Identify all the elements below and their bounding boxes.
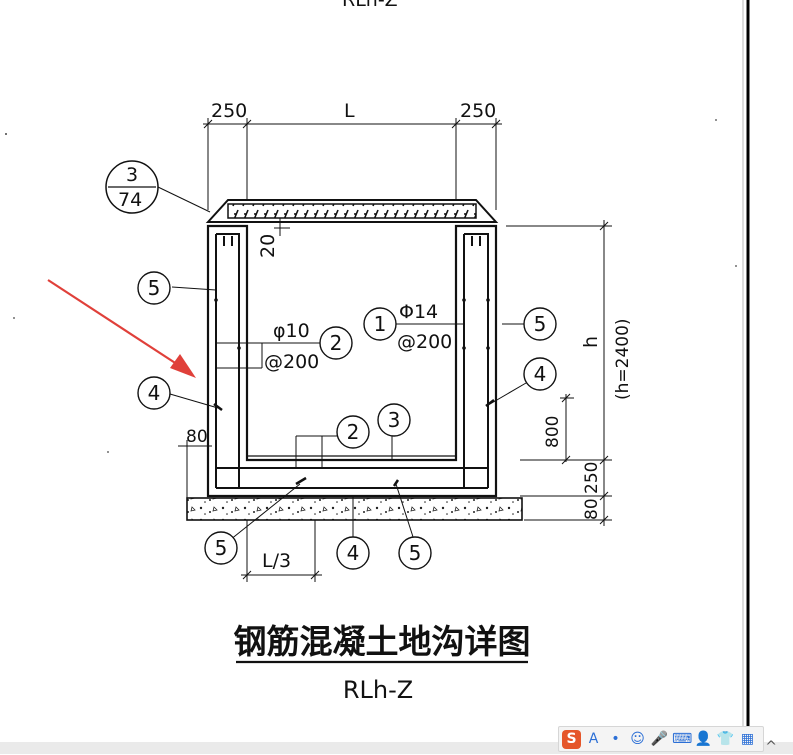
marker-4-left: 4 [137, 376, 171, 410]
marker-5-left-wall: 5 [137, 271, 171, 305]
detail-ref-top: 3 [126, 164, 138, 186]
ime-logo-icon[interactable]: S [562, 729, 581, 749]
svg-text:5: 5 [409, 541, 422, 565]
dim-span: L [344, 100, 355, 122]
svg-text:3: 3 [388, 408, 401, 432]
rebar-spacing-14: @200 [397, 331, 452, 353]
detail-reference: 3 74 [105, 160, 211, 214]
collapse-icon[interactable]: ^ [765, 739, 777, 755]
red-pointer-arrow [47, 279, 196, 378]
dim-bedding: 80 [582, 498, 602, 520]
dim-left-wall: 250 [211, 100, 247, 122]
ime-voice-icon[interactable]: 🎤 [650, 730, 669, 747]
ime-punctuation-icon[interactable]: • [611, 730, 620, 747]
dim-cover-gap: 20 [257, 234, 279, 258]
trench-body [206, 224, 498, 498]
svg-text:4: 4 [148, 381, 161, 405]
bedding-layer [186, 497, 523, 521]
top-dimensions [203, 118, 502, 210]
marker-5-right-wall: 5 [523, 307, 557, 341]
ime-skin-icon[interactable]: 👕 [716, 730, 735, 747]
drawing-code: RLh-Z [343, 676, 413, 704]
ime-toolbar[interactable]: S A • ☺ 🎤 ⌨ 👤 👕 ▦ [558, 726, 764, 752]
dim-bar-height: 800 [543, 416, 563, 448]
marker-2-wall: 2 [319, 326, 353, 360]
rebar-callouts [169, 286, 528, 541]
dim-right-wall: 250 [460, 100, 496, 122]
svg-text:2: 2 [347, 420, 360, 444]
rebar-phi10: φ10 [273, 320, 310, 342]
marker-4-right: 4 [523, 357, 557, 391]
dim-bedding-left: 80 [186, 427, 208, 447]
cover-slab-hatch [227, 203, 477, 219]
ime-language-icon[interactable]: A [588, 730, 599, 747]
marker-group: 5 2 1 5 4 4 2 3 5 4 5 [137, 271, 557, 570]
svg-text:1: 1 [374, 312, 387, 336]
left-bedding-dim [178, 440, 212, 498]
svg-text:5: 5 [534, 312, 547, 336]
marker-5-base-right: 5 [398, 536, 432, 570]
right-dimensions [506, 220, 612, 526]
top-cut-label: RLh-Z [342, 0, 398, 11]
cover-gap-dim [274, 218, 290, 236]
ime-keyboard-icon[interactable]: ⌨ [672, 730, 693, 747]
dim-height: h [580, 336, 602, 348]
svg-text:4: 4 [347, 541, 360, 565]
rebar-spacing-10: @200 [264, 351, 319, 373]
rebar-phi14: Φ14 [399, 301, 438, 323]
marker-4-base: 4 [336, 536, 370, 570]
marker-5-base-left: 5 [204, 531, 238, 565]
svg-text:2: 2 [330, 331, 343, 355]
svg-text:5: 5 [215, 536, 228, 560]
ime-user-icon[interactable]: 👤 [694, 730, 713, 747]
third-span-dim [241, 520, 322, 582]
marker-1: 1 [363, 307, 397, 341]
dim-base-slab: 250 [582, 462, 602, 494]
marker-3: 3 [377, 403, 411, 437]
dim-height-note: (h=2400) [613, 318, 633, 400]
svg-text:4: 4 [534, 362, 547, 386]
drawing-title: 钢筋混凝土地沟详图 [234, 622, 531, 661]
ime-menu-icon[interactable]: ▦ [740, 730, 755, 747]
detail-ref-bottom: 74 [118, 189, 142, 211]
dim-third-span: L/3 [262, 550, 291, 572]
svg-text:5: 5 [148, 276, 161, 300]
marker-2-base: 2 [336, 415, 370, 449]
ime-emoji-icon[interactable]: ☺ [630, 730, 645, 747]
